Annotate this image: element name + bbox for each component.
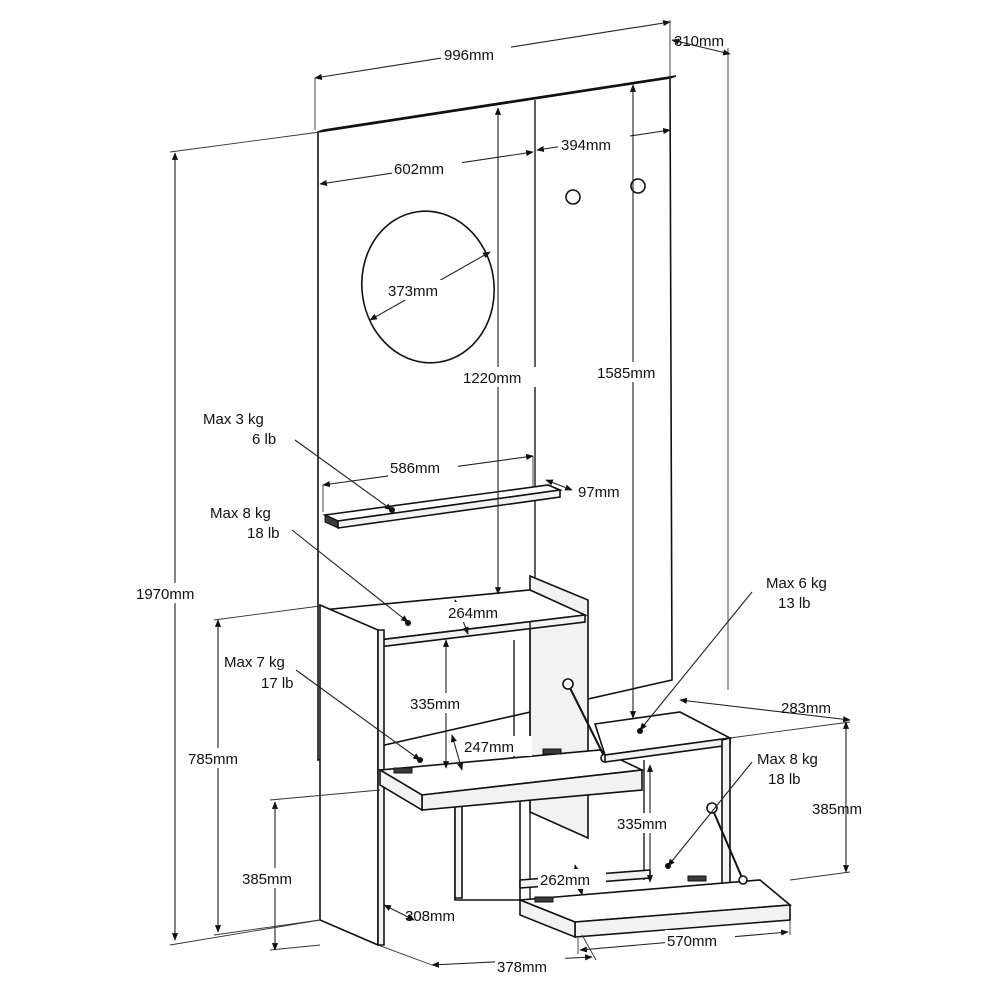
label-cabinet-top-depth: 264mm	[448, 605, 498, 622]
load-right-flap-lb: 18 lb	[768, 771, 801, 788]
label-lower-height: 385mm	[242, 871, 292, 888]
label-shelf-width: 586mm	[390, 460, 440, 477]
label-base-width: 378mm	[497, 959, 547, 976]
label-depth: 310mm	[674, 33, 724, 50]
label-right-inner-height: 335mm	[617, 816, 667, 833]
label-total-width: 996mm	[444, 47, 494, 64]
label-shelf-depth: 97mm	[578, 484, 620, 501]
label-flap-depth: 247mm	[464, 739, 514, 756]
dimension-labels: 996mm 310mm 602mm 394mm 373mm 1220mm 158…	[134, 33, 862, 976]
load-right-flap-kg: Max 8 kg	[757, 751, 818, 768]
label-right-flap-depth: 262mm	[540, 872, 590, 889]
label-mirror-panel-width: 602mm	[394, 161, 444, 178]
label-right-height: 385mm	[812, 801, 862, 818]
load-right-top-lb: 13 lb	[778, 595, 811, 612]
load-flap-lb: 17 lb	[261, 675, 294, 692]
load-labels: Max 3 kg 6 lb Max 8 kg 18 lb Max 7 kg 17…	[203, 411, 827, 788]
wall-shelf	[322, 484, 564, 529]
label-cabinet-height: 785mm	[188, 751, 238, 768]
label-right-top-depth: 283mm	[781, 700, 831, 717]
label-base-depth: 308mm	[405, 908, 455, 925]
label-cabinet-inner-height: 335mm	[410, 696, 460, 713]
label-mirror-diameter: 373mm	[388, 283, 438, 300]
label-mirror-height: 1220mm	[463, 370, 521, 387]
load-points	[389, 507, 671, 869]
load-top-lb: 18 lb	[247, 525, 280, 542]
left-cabinet	[319, 574, 645, 947]
label-right-width: 570mm	[667, 933, 717, 950]
label-hook-height: 1585mm	[597, 365, 655, 382]
label-total-height: 1970mm	[136, 586, 194, 603]
load-right-top-kg: Max 6 kg	[766, 575, 827, 592]
load-shelf-lb: 6 lb	[252, 431, 276, 448]
load-shelf-kg: Max 3 kg	[203, 411, 264, 428]
load-flap-kg: Max 7 kg	[224, 654, 285, 671]
load-top-kg: Max 8 kg	[210, 505, 271, 522]
label-hook-panel-width: 394mm	[561, 137, 611, 154]
